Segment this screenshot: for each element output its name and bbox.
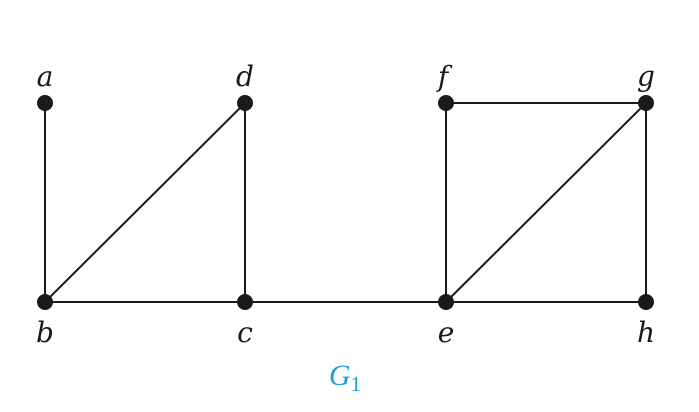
vertex-label-e: e <box>438 316 455 349</box>
vertex-f <box>438 95 454 111</box>
vertex-label-b: b <box>36 316 54 349</box>
vertex-label-a: a <box>37 60 54 93</box>
vertex-label-f: f <box>436 60 453 93</box>
vertex-b <box>37 294 53 310</box>
vertex-label-h: h <box>637 316 655 349</box>
vertex-label-d: d <box>236 60 254 93</box>
edge-e-g <box>445 102 647 303</box>
vertices <box>37 95 654 310</box>
vertex-labels: a b c d e f g h <box>36 60 655 349</box>
vertex-h <box>638 294 654 310</box>
vertex-label-g: g <box>637 60 655 93</box>
graph-title-main: G <box>329 359 351 392</box>
graph-title-subscript: 1 <box>351 372 362 396</box>
vertex-c <box>237 294 253 310</box>
edges <box>44 102 647 303</box>
vertex-a <box>37 95 53 111</box>
vertex-g <box>638 95 654 111</box>
vertex-e <box>438 294 454 310</box>
vertex-d <box>237 95 253 111</box>
vertex-label-c: c <box>237 316 253 349</box>
graph-title: G1 <box>329 359 361 396</box>
edge-b-d <box>44 102 246 303</box>
